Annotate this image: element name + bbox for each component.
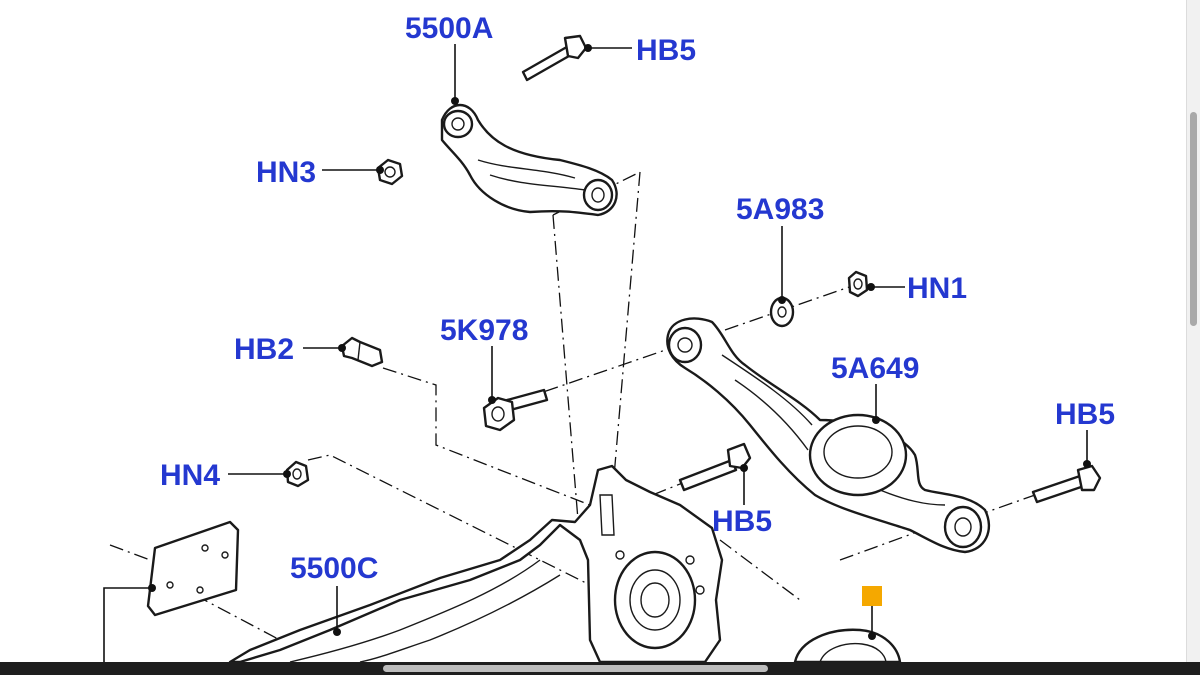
assembly-centerlines (109, 171, 1036, 641)
callout-labels: 5500A HB5 HN3 5A983 HN1 HB2 5K978 5A649 … (160, 12, 1115, 585)
vertical-scrollbar[interactable] (1186, 0, 1200, 662)
callout-5500A[interactable]: 5500A (405, 12, 493, 45)
bolt-hb5-mid (678, 442, 752, 492)
bolt-hb2 (340, 336, 384, 368)
scrollbar-corner (1186, 662, 1200, 675)
callout-5500c[interactable]: 5500C (290, 552, 378, 585)
callout-hb2[interactable]: HB2 (234, 333, 294, 366)
callout-5a649[interactable]: 5A649 (831, 352, 919, 385)
callout-5k978[interactable]: 5K978 (440, 314, 528, 347)
hub-bearing (793, 628, 902, 662)
bolt-5k978 (482, 388, 549, 432)
knuckle-subframe-5500C (228, 464, 724, 662)
callout-hn4[interactable]: HN4 (160, 459, 220, 492)
callout-hb5-right[interactable]: HB5 (1055, 398, 1115, 431)
upper-control-arm-5500A (440, 103, 618, 217)
bolt-hb5-right (1031, 464, 1102, 504)
nut-hn4 (285, 460, 310, 488)
vertical-scrollbar-thumb[interactable] (1190, 112, 1197, 326)
horizontal-scrollbar[interactable] (0, 662, 1200, 675)
orange-marker-square (862, 586, 882, 606)
callout-hn3[interactable]: HN3 (256, 156, 316, 189)
horizontal-scrollbar-thumb[interactable] (383, 665, 768, 672)
callout-hn1[interactable]: HN1 (907, 272, 967, 305)
lower-control-arm-5A649 (666, 317, 991, 554)
callout-5a983[interactable]: 5A983 (736, 193, 824, 226)
callout-hb5-top[interactable]: HB5 (636, 34, 696, 67)
diagram-viewport: 5500A HB5 HN3 5A983 HN1 HB2 5K978 5A649 … (103, 12, 1116, 662)
bolt-hb5-upper (521, 34, 588, 82)
bracket-plate (146, 520, 240, 617)
leader-lines (103, 44, 1091, 662)
nut-hn1 (847, 270, 869, 298)
callout-hb5-mid[interactable]: HB5 (712, 505, 772, 538)
suspension-exploded-diagram: 5500A HB5 HN3 5A983 HN1 HB2 5K978 5A649 … (103, 12, 1115, 662)
nut-hn3 (376, 158, 404, 186)
